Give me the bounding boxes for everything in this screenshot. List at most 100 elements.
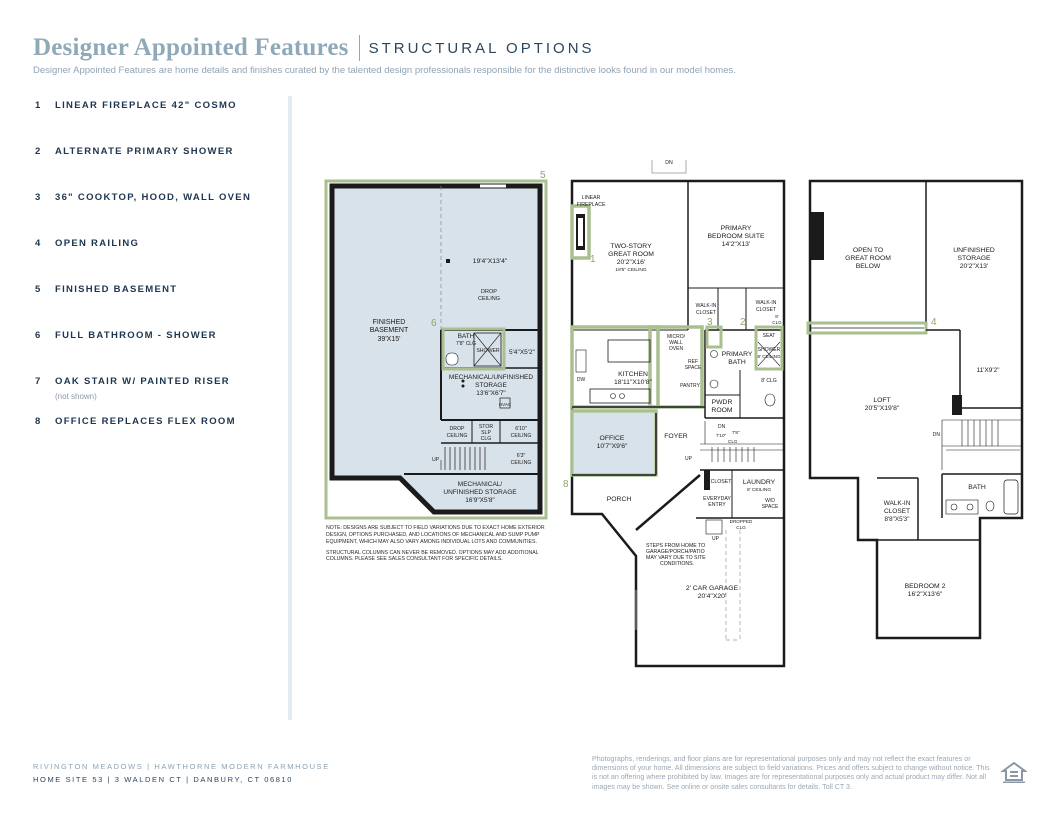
stair-label: DN [933,432,941,438]
option-marker: 1 [590,254,596,265]
room-note: MAY VARY DUE TO SITE [646,555,706,561]
room-label: BEDROOM SUITE [707,233,764,240]
room-label: OVEN [669,346,684,352]
room-label: UNFINISHED STORAGE [443,489,517,496]
room-label: EVERYDAY [703,496,731,502]
room-label: 8' CEILING [747,487,771,493]
room-label: MECHANICAL/UNFINISHED [449,374,533,381]
plan-note: NOTE: DESIGNS ARE SUBJECT TO FIELD VARIA… [326,525,545,563]
room-label: DROPPED [730,519,753,524]
room-label: LOFT [873,397,890,404]
room-label: DROP [481,289,497,295]
option-marker: 3 [707,317,713,328]
stair-label: UP [685,456,693,462]
second-floor-outline [808,179,1024,640]
room-label: CLOSET [884,508,910,515]
stair-label: DN [665,160,673,166]
room-label: SLP [481,430,491,436]
room-dim: 14'2"X13' [722,241,750,248]
option-marker: 2 [740,317,746,328]
footer-community: RIVINGTON MEADOWS | HAWTHORNE MODERN FAR… [33,762,330,785]
shower-highlight [754,325,784,371]
room-label: 7'10" [716,433,727,438]
page-subtitle: STRUCTURAL OPTIONS [368,39,595,57]
room-note: CONDITIONS. [660,561,694,567]
room-label: 8' [775,314,779,319]
page-description: Designer Appointed Features are home det… [33,65,736,76]
basement-highlight [324,179,548,520]
room-label: SEAT [763,333,776,339]
room-label: BATH [458,333,475,340]
room-note: GARAGE/PORCH/PATIO [646,549,705,555]
first-floor-plan: DN [570,160,786,668]
stair-label: DN [718,424,726,430]
room-label: BEDROOM 2 [905,583,946,590]
room-label: 6'10" [515,426,527,432]
room-label: OPEN TO [853,247,883,254]
room-label: 2' CAR GARAGE [686,585,739,592]
kitchen-island [607,339,651,363]
room-label: PWDR [712,399,733,406]
option-marker: 8 [563,479,569,490]
room-label: OFFICE [600,435,625,442]
room-label: BATH [728,359,746,366]
room-label: BASEMENT [370,327,409,334]
room-label: UNFINISHED [953,247,995,254]
room-dim: 19'4"X13'4" [473,258,508,265]
room-label: 8' CEILING [757,354,781,359]
room-label: DW [577,377,586,383]
room-label: HVAC [499,402,512,407]
room-label: 7'8" CLG [456,341,476,347]
room-label: DROP [450,426,466,432]
room-dim: 16'2"X13'6" [908,591,943,598]
room-label: BELOW [856,263,881,270]
header: Designer Appointed Features STRUCTURAL O… [33,34,1023,76]
room-label: WALK-IN [696,303,717,309]
room-dim: 20'5"X19'8" [865,405,900,412]
room-dim: 5'4"X5'2" [509,349,536,356]
room-label: PORCH [607,496,632,503]
room-label: SPACE [762,504,779,510]
room-label: WALK-IN [884,500,911,507]
room-label: CLG [772,320,782,325]
room-dim: 39'X15' [378,336,401,343]
room-label: STORAGE [475,382,507,389]
room-label: MECHANICAL/ [458,481,503,488]
room-label: WALK-IN [756,300,777,306]
room-label: PRIMARY [722,351,753,358]
stair-label: UP [712,536,720,542]
room-label: BATH [968,484,986,491]
room-label: FINISHED [373,319,406,326]
room-dim: 18'11"X10'8" [614,379,652,386]
room-label: ROOM [711,407,732,414]
room-label: PANTRY [680,383,700,389]
room-label: FIREPLACE [577,202,606,208]
fireplace-highlight [570,204,591,260]
room-label: GREAT ROOM [845,255,891,262]
room-label: STORAGE [957,255,991,262]
room-label: CEILING [511,433,532,439]
room-label: SHOWER [758,347,781,353]
room-label: STOR [479,424,494,430]
room-label: SPACE [685,365,702,371]
room-label: 6'3" [517,453,526,459]
option-marker: 5 [540,170,546,181]
room-label: 8' CLG [761,378,777,384]
title-divider [358,35,360,61]
room-label: TWO-STORY [610,243,652,250]
bath-highlight [441,327,506,371]
equal-housing-icon [1001,761,1027,783]
room-label: CLOSET [756,307,776,313]
option-marker: 6 [431,318,437,329]
room-dim: 13'6"X6'7" [476,390,506,397]
room-label: W/D [765,498,775,504]
footer-disclaimer: Photographs, renderings, and floor plans… [592,755,990,791]
room-label: REF [688,359,698,365]
